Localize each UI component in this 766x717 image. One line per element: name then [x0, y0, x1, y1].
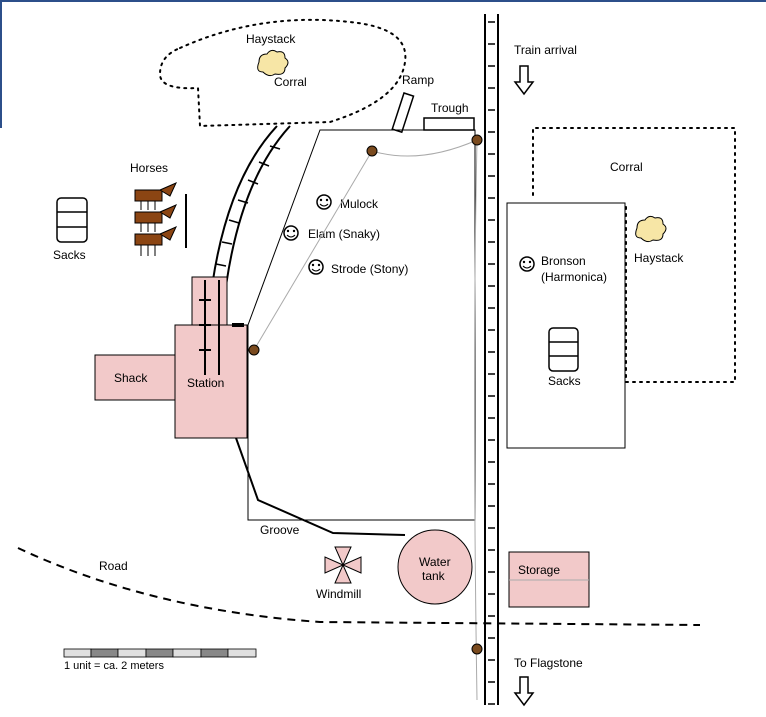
groove-line: [235, 437, 406, 536]
station-building: [174, 324, 248, 439]
horses-icon: [134, 182, 178, 256]
haystack-top-icon: [257, 49, 289, 77]
water-tank-label-1: Water: [419, 555, 451, 569]
trough-shape: [423, 117, 475, 131]
window-frame-left: [0, 0, 2, 128]
groove-label: Groove: [260, 523, 300, 537]
ramp-label: Ramp: [402, 73, 434, 87]
elam-label: Elam (Snaky): [308, 227, 380, 241]
shack-label: Shack: [114, 371, 148, 385]
sacks-left-icon: [56, 197, 88, 243]
station-yard-fence: [247, 129, 476, 521]
station-track-overlay: [199, 280, 220, 375]
mulock-label: Mulock: [340, 197, 379, 211]
station-door: [232, 323, 244, 327]
wire-lines: [209, 139, 478, 701]
bronson-icon: [519, 256, 535, 272]
scale-bar: [63, 648, 257, 658]
bronson-label-1: Bronson: [541, 254, 586, 268]
storage-label: Storage: [518, 563, 560, 577]
haystack-top-label: Haystack: [246, 32, 296, 46]
to-flagstone-arrow-icon: [513, 676, 535, 707]
water-tank-label-2: tank: [422, 569, 446, 583]
sacks-right-label: Sacks: [548, 374, 581, 388]
train-arrival-arrow-icon: [513, 65, 535, 96]
ramp-shape: [391, 92, 415, 134]
elam-icon: [283, 225, 299, 241]
main-rail-ties: [488, 21, 495, 705]
corral-right-label: Corral: [610, 160, 643, 174]
strode-label: Strode (Stony): [331, 262, 408, 276]
to-flagstone-label: To Flagstone: [514, 656, 583, 670]
haystack-right-label: Haystack: [634, 251, 684, 265]
mulock-icon: [316, 194, 332, 210]
corral-top-label: Corral: [274, 75, 307, 89]
road-label: Road: [99, 559, 128, 573]
sacks-right-icon: [548, 327, 579, 372]
corral-top-fence: [158, 18, 407, 128]
window-frame-top: [0, 0, 766, 2]
corral-right-fence: [532, 127, 736, 383]
train-arrival-label: Train arrival: [514, 43, 577, 57]
post-2: [471, 134, 483, 146]
sacks-left-label: Sacks: [53, 248, 86, 262]
road-line: [17, 547, 701, 626]
station-annex: [191, 276, 228, 328]
haystack-right-icon: [635, 215, 667, 243]
trough-label: Trough: [431, 101, 469, 115]
strode-icon: [308, 259, 324, 275]
post-1: [366, 145, 378, 157]
station-label: Station: [187, 376, 224, 390]
bronson-label-2: (Harmonica): [541, 270, 607, 284]
water-tank: [397, 529, 473, 605]
scale-label: 1 unit = ca. 2 meters: [64, 660, 164, 672]
windmill-icon: [324, 546, 362, 584]
horses-label: Horses: [130, 161, 168, 175]
post-3: [248, 344, 260, 356]
windmill-label: Windmill: [316, 587, 361, 601]
right-platform: [506, 202, 626, 449]
post-4: [471, 643, 483, 655]
